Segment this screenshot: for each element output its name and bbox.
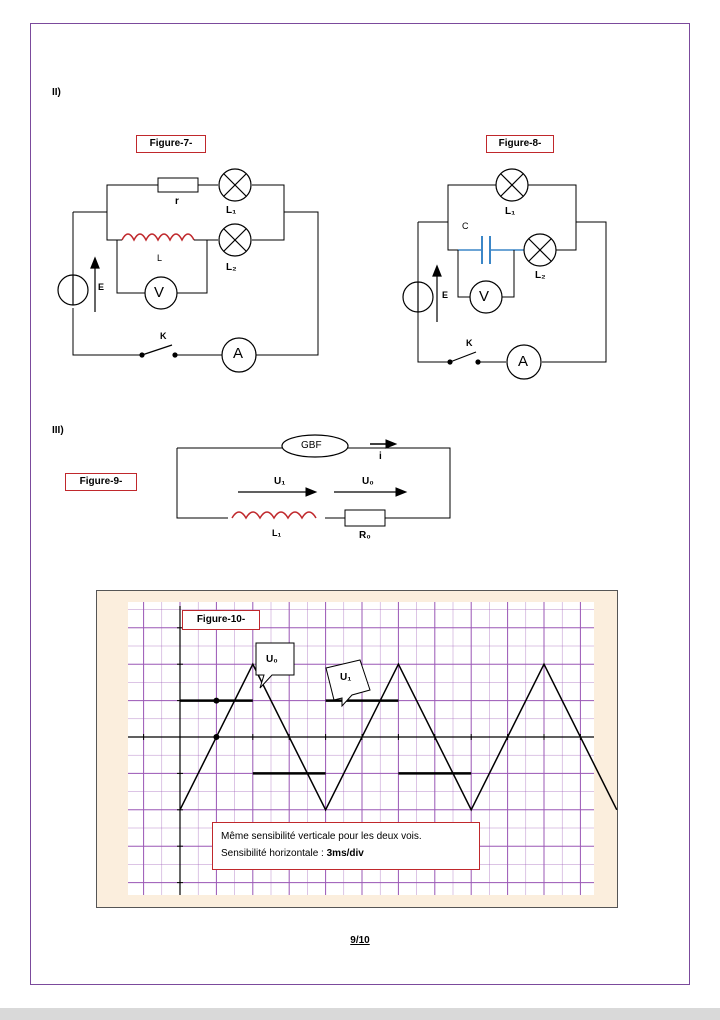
fig7-right-wire — [256, 211, 319, 356]
figure8-circuit — [417, 184, 607, 363]
callout-u0-bubble — [255, 642, 295, 689]
fig7-coil-L — [121, 233, 195, 242]
callout-u1-bubble — [325, 659, 371, 708]
trace-marker — [213, 697, 220, 704]
fig7-ammeter — [221, 337, 257, 373]
page-frame — [30, 23, 690, 985]
note-line-2: Sensibilité horizontale : 3ms/div — [221, 845, 471, 862]
figure10-title: Figure-10- — [182, 610, 260, 630]
fig9-label-R0: R₀ — [359, 530, 371, 541]
fig7-label-L1: L₁ — [226, 205, 237, 216]
fig8-generator-E — [402, 264, 442, 322]
fig8-label-V: V — [479, 288, 490, 305]
fig8-label-L1: L₁ — [505, 206, 516, 217]
fig9-label-U0: U₀ — [362, 476, 374, 487]
fig9-label-U1: U₁ — [274, 476, 286, 487]
figure9-title: Figure-9- — [65, 473, 137, 491]
fig8-lamp-L2 — [523, 233, 557, 267]
fig7-label-L2: L₂ — [226, 262, 237, 273]
fig9-label-L1: L₁ — [272, 528, 282, 538]
fig9-coil-L1 — [231, 511, 317, 520]
fig8-switch-K — [447, 351, 481, 365]
fig7-lamp-L2 — [218, 223, 252, 257]
fig7-switch-K — [139, 344, 178, 358]
trace-marker — [213, 734, 220, 740]
fig8-label-K: K — [466, 338, 473, 348]
fig7-voltmeter — [144, 276, 178, 310]
note-line-2-value: 3ms/div — [326, 848, 364, 859]
note-line-1: Même sensibilité verticale pour les deux… — [221, 831, 422, 842]
bottom-bar — [0, 1008, 720, 1020]
fig7-label-E: E — [98, 282, 105, 292]
fig8-label-L2: L₂ — [535, 270, 546, 281]
fig7-lamp-L1 — [218, 168, 252, 202]
page-number: 9/10 — [350, 935, 370, 946]
fig8-ammeter — [506, 344, 542, 380]
fig7-label-L: L — [157, 253, 163, 263]
fig8-lamp-L1 — [495, 168, 529, 202]
fig7-generator-E — [57, 256, 100, 312]
fig7-label-V: V — [154, 284, 165, 301]
figure9-circuit — [176, 439, 451, 527]
fig7-label-A: A — [233, 345, 244, 362]
note-line-2-prefix: Sensibilité horizontale : — [221, 848, 327, 859]
fig8-voltmeter — [469, 280, 503, 314]
callout-u0-label: U₀ — [266, 654, 278, 665]
fig8-label-A: A — [518, 353, 529, 370]
oscilloscope-note: Même sensibilité verticale pour les deux… — [212, 822, 480, 870]
fig9-gbf-generator — [281, 434, 349, 458]
series-u0-trace — [179, 662, 618, 812]
fig9-label-i: i — [379, 451, 382, 462]
section-iii-label: III) — [52, 425, 64, 436]
section-ii-label: II) — [52, 87, 61, 98]
callout-u1-label: U₁ — [340, 672, 351, 683]
fig7-label-K: K — [160, 331, 167, 341]
fig8-label-C: C — [462, 221, 469, 231]
fig9-label-gbf: GBF — [301, 440, 322, 451]
fig7-left-wire — [72, 212, 140, 356]
figure7-title: Figure-7- — [136, 135, 206, 153]
figure8-title: Figure-8- — [486, 135, 554, 153]
fig8-label-E: E — [442, 290, 449, 300]
fig7-label-r: r — [175, 196, 179, 207]
fig9-resistor-R0 — [344, 509, 386, 527]
